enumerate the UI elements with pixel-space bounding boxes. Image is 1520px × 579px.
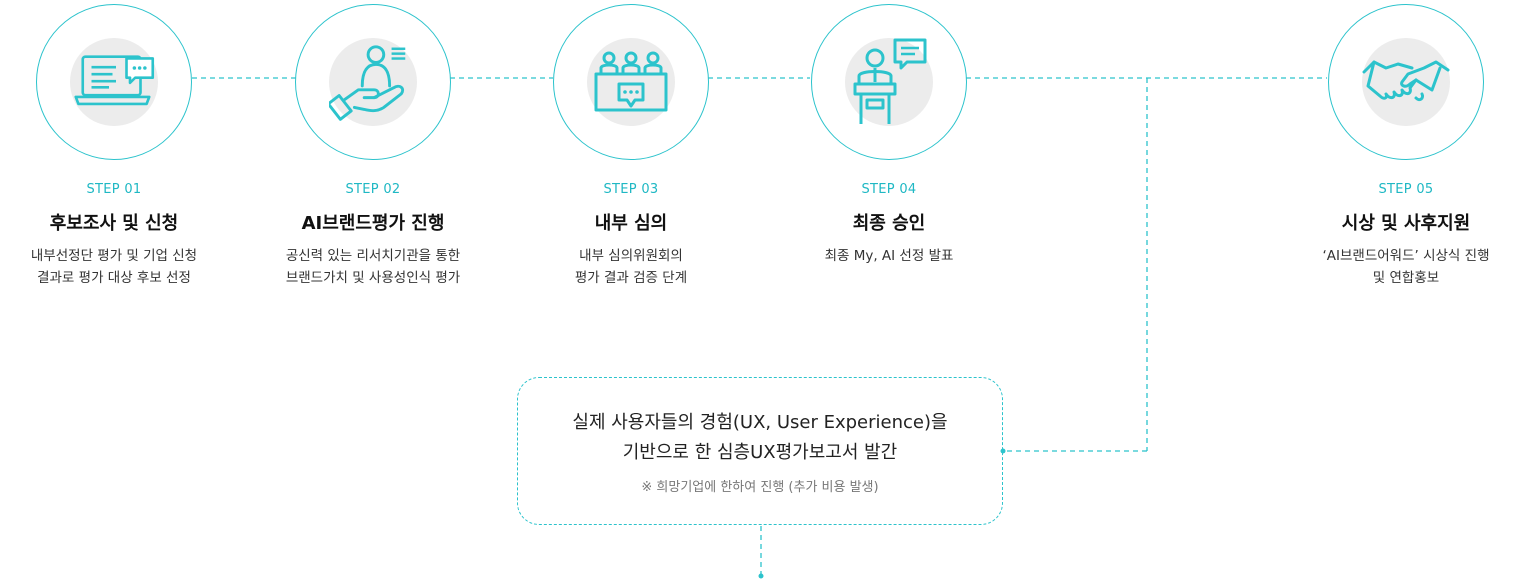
step-2-title: AI브랜드평가 진행 — [301, 213, 445, 234]
step-5-desc-line2: 및 연합홍보 — [1372, 270, 1440, 286]
step-5-label: STEP 05 — [1378, 182, 1434, 197]
step-1-desc: 내부선정단 평가 및 기업 신청 결과로 평가 대상 후보 선정 — [0, 245, 234, 289]
ux-report-text: 실제 사용자들의 경험(UX, User Experience)을 기반으로 한… — [518, 408, 1002, 468]
step-3-label: STEP 03 — [603, 182, 659, 197]
step-3-desc: 내부 심의위원회의 평가 결과 검증 단계 — [511, 245, 751, 289]
ux-report-box: 실제 사용자들의 경험(UX, User Experience)을 기반으로 한… — [517, 377, 1003, 525]
step-3-title: 내부 심의 — [594, 213, 668, 234]
step-5-desc: ‘AI브랜드어워드’ 시상식 진행 및 연합홍보 — [1286, 245, 1520, 289]
podium-speaker-icon — [853, 38, 927, 124]
step-4-title: 최종 승인 — [852, 213, 926, 234]
ux-report-note: ※ 희망기업에 한하여 진행 (추가 비용 발생) — [641, 480, 879, 495]
step-2-desc: 공신력 있는 리서치기관을 통한 브랜드가치 및 사용성인식 평가 — [253, 245, 493, 289]
step-5-circle — [1328, 4, 1484, 160]
step-1-circle — [36, 4, 192, 160]
laptop-chat-icon — [74, 55, 155, 106]
step-3: STEP 03 내부 심의 내부 심의위원회의 평가 결과 검증 단계 — [511, 0, 751, 289]
step-4: STEP 04 최종 승인 최종 My, AI 선정 발표 — [769, 0, 1009, 267]
step-5-title: 시상 및 사후지원 — [1341, 213, 1471, 234]
step-5-desc-line1: ‘AI브랜드어워드’ 시상식 진행 — [1322, 248, 1490, 264]
step-2: STEP 02 AI브랜드평가 진행 공신력 있는 리서치기관을 통한 브랜드가… — [253, 0, 493, 289]
handshake-icon — [1362, 60, 1450, 102]
ux-report-line2: 기반으로 한 심층UX평가보고서 발간 — [622, 442, 898, 463]
committee-icon — [594, 51, 668, 112]
step-4-desc: 최종 My, AI 선정 발표 — [769, 245, 1009, 267]
step-2-circle — [295, 4, 451, 160]
step-1: STEP 01 후보조사 및 신청 내부선정단 평가 및 기업 신청 결과로 평… — [0, 0, 234, 289]
step-1-title: 후보조사 및 신청 — [49, 213, 179, 234]
step-4-circle — [811, 4, 967, 160]
step-4-desc-line1: 최종 My, AI 선정 발표 — [824, 248, 954, 264]
step-4-label: STEP 04 — [861, 182, 917, 197]
step-2-desc-line1: 공신력 있는 리서치기관을 통한 — [285, 248, 461, 264]
step-3-circle — [553, 4, 709, 160]
step-1-label: STEP 01 — [86, 182, 142, 197]
step-3-desc-line2: 평가 결과 검증 단계 — [574, 270, 688, 286]
ux-report-line1: 실제 사용자들의 경험(UX, User Experience)을 — [572, 412, 948, 433]
step-2-desc-line2: 브랜드가치 및 사용성인식 평가 — [285, 270, 461, 286]
step-3-desc-line1: 내부 심의위원회의 — [579, 248, 683, 264]
step-1-desc-line1: 내부선정단 평가 및 기업 신청 — [30, 248, 198, 264]
step-5: STEP 05 시상 및 사후지원 ‘AI브랜드어워드’ 시상식 진행 및 연합… — [1286, 0, 1520, 289]
step-1-desc-line2: 결과로 평가 대상 후보 선정 — [37, 270, 191, 286]
hand-person-icon — [329, 45, 406, 121]
step-2-label: STEP 02 — [345, 182, 401, 197]
